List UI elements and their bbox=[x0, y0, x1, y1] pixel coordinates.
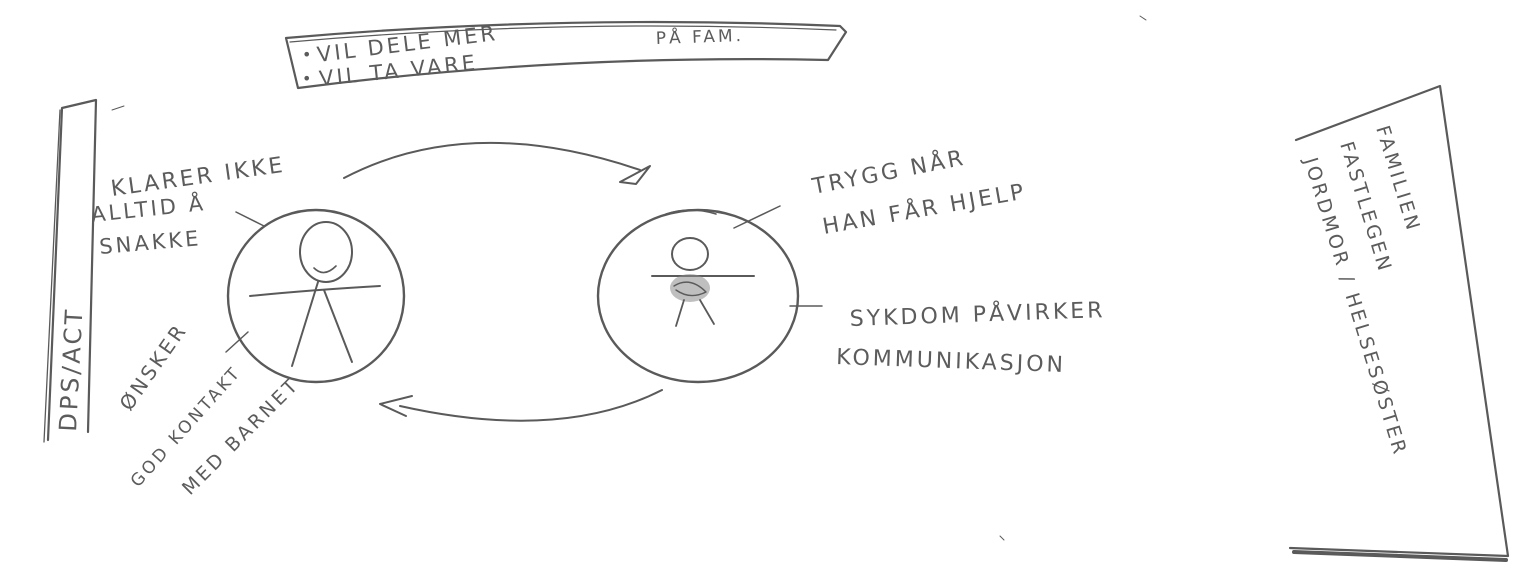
right-person-sickness-line-1: SYKDOM PÅVIRKER bbox=[849, 296, 1106, 332]
right-person-note-line-1: TRYGG NÅR bbox=[809, 144, 968, 200]
left-person-note-line-3: SNAKKE bbox=[98, 226, 202, 259]
right-person-scribble bbox=[670, 274, 710, 302]
left-person-body bbox=[292, 282, 352, 366]
top-box: • VIL DELE MER PÅ FAM. • VIL TA VARE bbox=[286, 21, 846, 91]
top-box-bullet-1: • bbox=[302, 45, 314, 64]
left-person-wish-line-1: ØNSKER bbox=[114, 318, 192, 415]
right-person-legs bbox=[676, 300, 714, 326]
right-box: FAMILIEN FASTLEGEN JORDMOR / HELSESØSTER bbox=[1290, 86, 1508, 560]
arrow-to-child bbox=[344, 143, 650, 184]
top-box-line-1-suffix: PÅ FAM. bbox=[655, 24, 744, 49]
right-person bbox=[598, 206, 822, 382]
stray-marks bbox=[112, 16, 1146, 540]
right-person-sickness-line-2: KOMMUNIKASJON bbox=[836, 345, 1067, 378]
left-person bbox=[226, 210, 404, 382]
top-box-bullet-2: • bbox=[302, 69, 314, 88]
arrow-to-parent bbox=[380, 390, 662, 421]
left-box-label: DPS/ACT bbox=[54, 306, 88, 432]
right-person-head bbox=[672, 238, 708, 270]
left-box: DPS/ACT bbox=[44, 100, 96, 442]
left-person-wish-line-3: MED BARNET bbox=[178, 374, 304, 500]
